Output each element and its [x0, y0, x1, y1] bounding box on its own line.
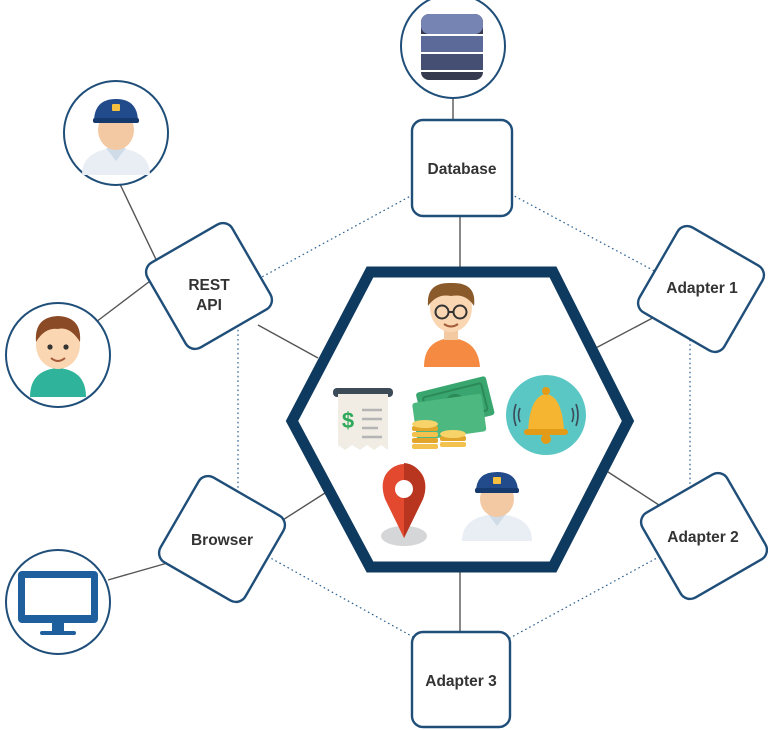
- port-adapter-3: Adapter 3: [410, 630, 512, 729]
- money-icon: $: [412, 376, 495, 449]
- port-database: Database: [410, 118, 514, 218]
- monitor-actor: [5, 549, 111, 655]
- database-actor: [400, 0, 506, 99]
- adapter3-label: Adapter 3: [425, 673, 497, 690]
- developer-avatar-icon: [424, 282, 480, 367]
- database-icon: [421, 14, 483, 80]
- receipt-icon: $: [333, 388, 393, 450]
- port-browser: Browser: [157, 474, 287, 604]
- officer-avatar-icon: [462, 472, 532, 541]
- monitor-icon: [18, 571, 98, 635]
- adapter2-label: Adapter 2: [667, 529, 739, 546]
- officer-avatar-icon: [82, 99, 150, 175]
- svg-text:$: $: [342, 408, 354, 433]
- user-actor: [5, 302, 111, 408]
- browser-label: Browser: [191, 532, 253, 549]
- port-rest-api: [144, 221, 274, 351]
- bell-icon: [506, 375, 586, 455]
- connectors: [95, 96, 663, 632]
- officer-actor: [63, 80, 169, 186]
- rest-api-label-line1: REST: [188, 277, 230, 294]
- database-label: Database: [428, 161, 497, 178]
- location-pin-icon: [381, 463, 427, 546]
- user-avatar-icon: [30, 316, 86, 397]
- rest-api-label-line2: API: [196, 297, 222, 314]
- adapter1-label: Adapter 1: [666, 280, 738, 297]
- port-adapter-1: Adapter 1: [636, 224, 766, 354]
- port-adapter-2: Adapter 2: [639, 471, 768, 601]
